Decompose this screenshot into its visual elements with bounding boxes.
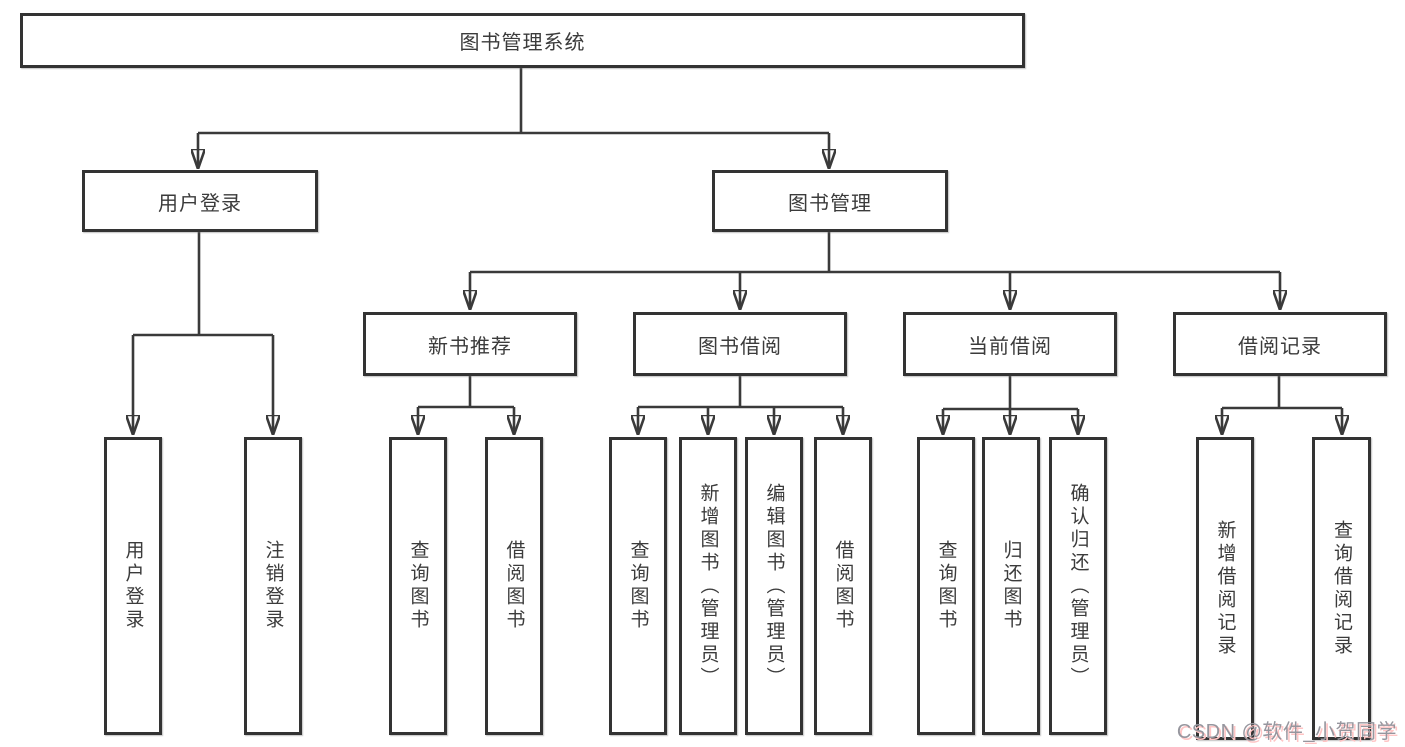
leaf-current-confirm-return-admin-label: 确认归还（管理员） (1067, 482, 1089, 690)
leaf-recommend-borrow-books-label: 借阅图书 (503, 540, 525, 632)
node-new-book-recommend: 新书推荐 (363, 312, 577, 376)
leaf-user-login-label: 用户登录 (122, 540, 144, 632)
node-book-management-label: 图书管理 (788, 192, 872, 215)
leaf-borrow-add-books-admin-label: 新增图书（管理员） (697, 482, 719, 690)
leaf-borrow-add-books-admin: 新增图书（管理员） (679, 437, 737, 735)
node-borrow-record-label: 借阅记录 (1238, 335, 1322, 358)
node-current-borrow-label: 当前借阅 (968, 335, 1052, 358)
node-root-system: 图书管理系统 (20, 13, 1025, 68)
leaf-borrow-edit-books-admin-label: 编辑图书（管理员） (763, 482, 785, 690)
node-book-borrow-label: 图书借阅 (698, 335, 782, 358)
leaf-record-add-borrow-record: 新增借阅记录 (1196, 437, 1254, 740)
leaf-current-return-books-label: 归还图书 (1000, 540, 1022, 632)
leaf-current-query-books-label: 查询图书 (935, 540, 957, 632)
leaf-logout: 注销登录 (244, 437, 302, 735)
leaf-borrow-borrow-books-label: 借阅图书 (832, 540, 854, 632)
node-borrow-record: 借阅记录 (1173, 312, 1387, 376)
node-book-management: 图书管理 (712, 170, 948, 232)
leaf-record-query-borrow-record-label: 查询借阅记录 (1331, 519, 1352, 658)
leaf-record-add-borrow-record-label: 新增借阅记录 (1214, 519, 1236, 658)
leaf-borrow-query-books-label: 查询图书 (627, 540, 649, 632)
leaf-user-login: 用户登录 (104, 437, 162, 735)
node-root-system-label: 图书管理系统 (459, 32, 586, 54)
leaf-recommend-query-books: 查询图书 (389, 437, 447, 735)
leaf-borrow-edit-books-admin: 编辑图书（管理员） (745, 437, 803, 735)
node-book-borrow: 图书借阅 (633, 312, 847, 376)
csdn-watermark: CSDN @软件_小贺同学 (1176, 721, 1397, 743)
node-current-borrow: 当前借阅 (903, 312, 1117, 376)
node-user-login: 用户登录 (82, 170, 318, 232)
leaf-borrow-borrow-books: 借阅图书 (814, 437, 872, 735)
leaf-borrow-query-books: 查询图书 (609, 437, 667, 735)
leaf-logout-label: 注销登录 (262, 540, 284, 632)
node-new-book-recommend-label: 新书推荐 (428, 335, 512, 358)
node-user-login-label: 用户登录 (158, 192, 242, 215)
leaf-current-return-books: 归还图书 (982, 437, 1040, 735)
leaf-current-confirm-return-admin: 确认归还（管理员） (1049, 437, 1107, 735)
leaf-recommend-borrow-books: 借阅图书 (485, 437, 543, 735)
leaf-record-query-borrow-record: 查询借阅记录 (1312, 437, 1371, 740)
leaf-recommend-query-books-label: 查询图书 (407, 540, 429, 632)
leaf-current-query-books: 查询图书 (917, 437, 975, 735)
